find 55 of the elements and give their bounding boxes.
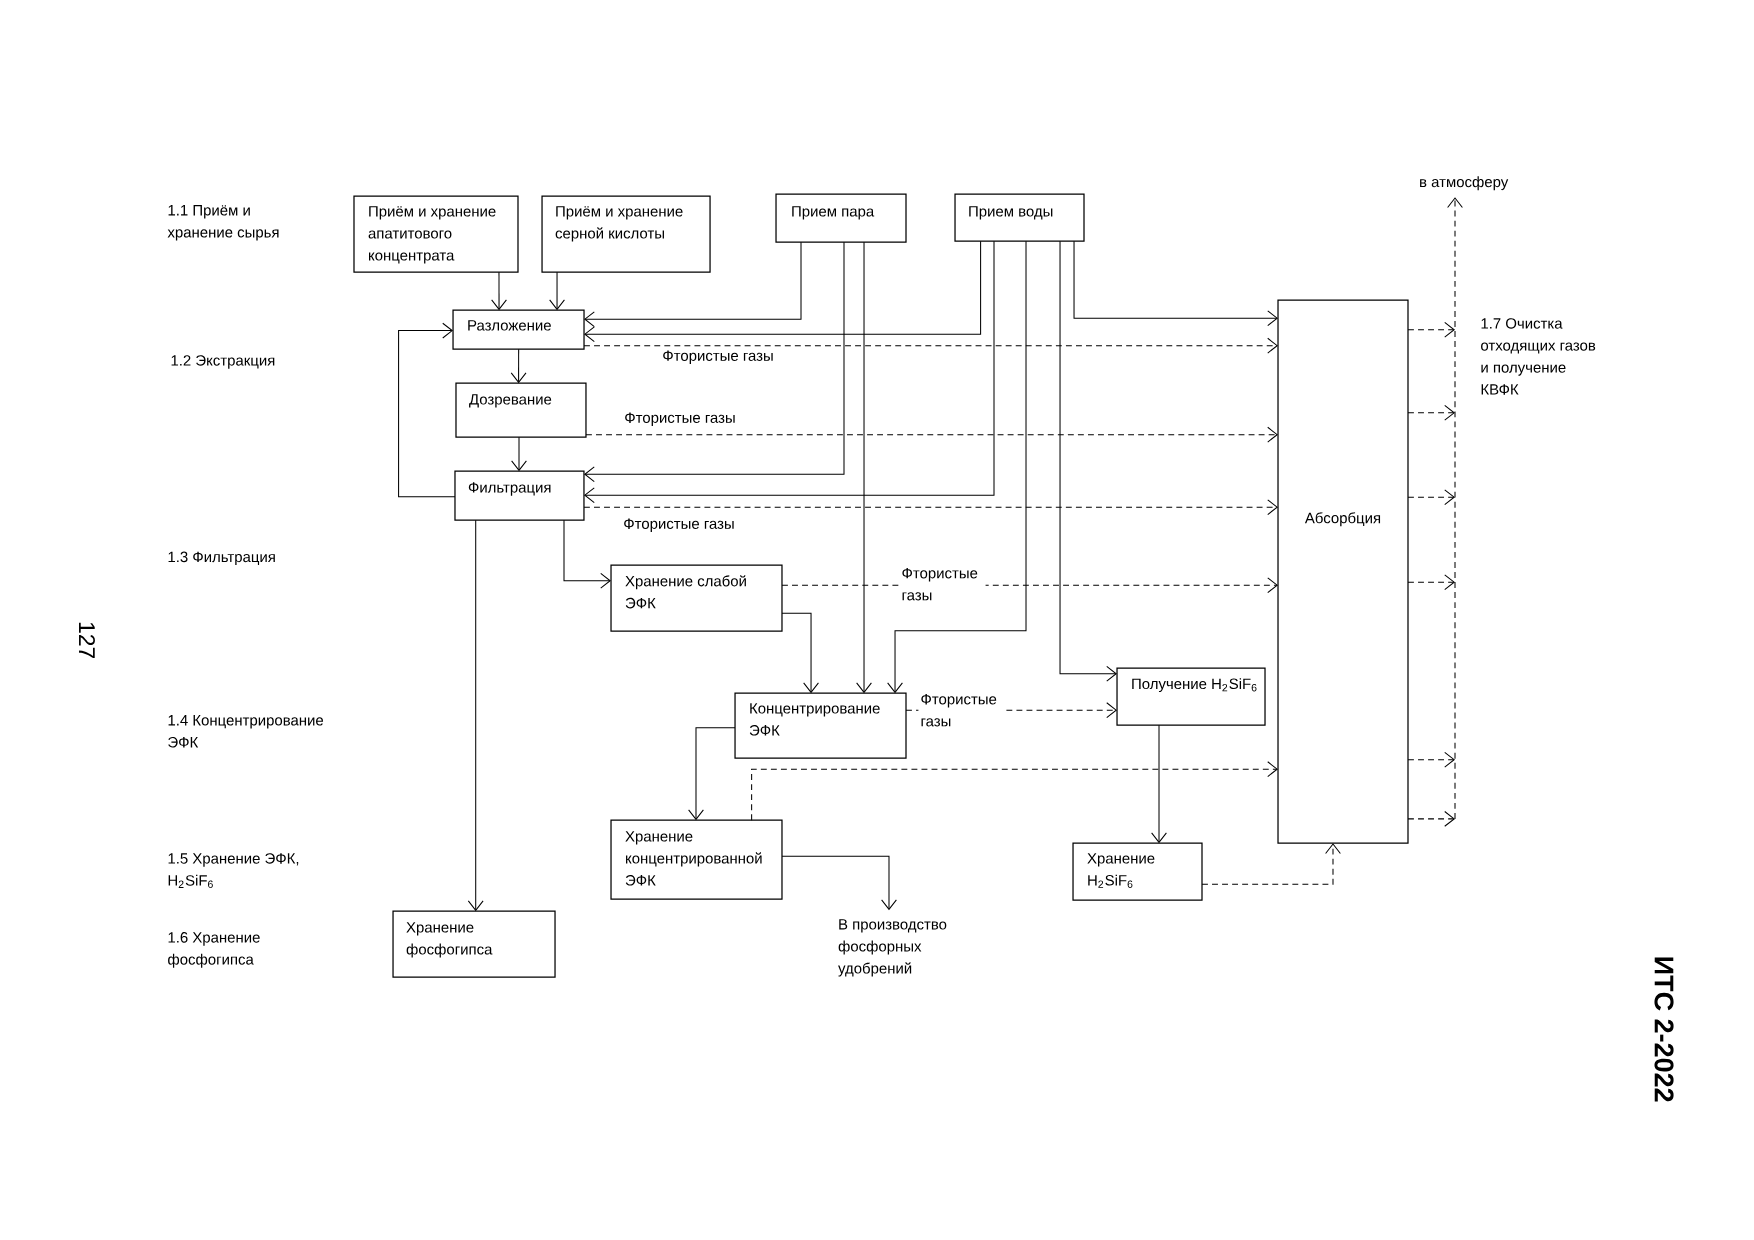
dashed-arrow	[583, 337, 1278, 354]
process-box: Фильтрация	[454, 470, 585, 521]
arrow	[781, 855, 897, 911]
process-box: Приём и хранение серной кислоты	[541, 195, 711, 273]
destination-label: В производство фосфорных удобрений	[838, 919, 947, 977]
arrow	[511, 436, 527, 472]
arrow	[583, 240, 995, 503]
process-box: Хранение слабой ЭФК	[610, 564, 783, 632]
process-box: Хранение H$_{2}$SiF$_{6}$	[1072, 842, 1203, 901]
dashed-arrow	[585, 426, 1278, 443]
process-box: Концентрирование ЭФК	[734, 692, 907, 759]
edge-label: Фтористые газы	[660, 348, 776, 366]
edge-label: Фтористые газы	[622, 410, 738, 428]
dashed-arrow	[1201, 843, 1341, 885]
arrow	[398, 322, 456, 498]
section-label: 1.3 Фильтрация	[168, 551, 275, 566]
arrow	[1059, 240, 1118, 682]
edge-label: Фтористые газы	[899, 565, 986, 603]
dashed-arrow	[583, 499, 1278, 515]
dashed-arrow	[1407, 197, 1463, 827]
process-box: Хранение фосфогипса	[392, 910, 556, 978]
process-box: Разложение	[452, 309, 585, 350]
section-label: 1.6 Хранение фосфогипса	[168, 932, 260, 968]
process-box: Получение H$_{2}$SiF$_{6}$	[1116, 667, 1266, 726]
arrow	[583, 241, 845, 483]
section-label: 1.4 Концентрирование ЭФК	[168, 715, 324, 748]
page-number: 127	[79, 622, 95, 658]
arrow	[1073, 240, 1278, 326]
section-label: 1.1 Приём и хранение сырья	[167, 205, 279, 241]
process-box: Прием воды	[954, 193, 1085, 242]
document-code: ИТС 2-2022	[1654, 957, 1674, 1102]
arrow	[563, 519, 611, 589]
arrow	[1151, 724, 1167, 844]
arrow	[688, 727, 736, 821]
process-box: Дозревание	[455, 382, 587, 438]
edge-label: Фтористые газы	[918, 691, 1005, 729]
arrow	[584, 241, 802, 327]
process-box: Хранение концентрированной ЭФК	[610, 819, 783, 900]
arrow	[856, 241, 872, 694]
arrow	[584, 240, 982, 342]
edge-label: Фтористые газы	[621, 516, 737, 534]
dashed-arrow	[751, 761, 1278, 821]
process-box: Абсорбция	[1277, 299, 1409, 844]
destination-label: в атмосферу	[1420, 176, 1509, 191]
arrow	[491, 271, 507, 311]
process-box: Приём и хранение апатитового концентрата	[353, 195, 519, 273]
arrow	[549, 271, 565, 311]
section-label: 1.7 Очистка отходящих газов и получение КВФК	[1481, 318, 1596, 395]
arrow	[781, 612, 819, 694]
section-label: 1.5 Хранение ЭФК, H$_{2}$SiF$_{6}$	[168, 853, 299, 888]
process-box: Прием пара	[775, 193, 907, 243]
arrow	[510, 348, 527, 384]
arrow	[467, 519, 484, 912]
arrow	[887, 240, 1027, 694]
section-label: 1.2 Экстракция	[171, 355, 275, 369]
